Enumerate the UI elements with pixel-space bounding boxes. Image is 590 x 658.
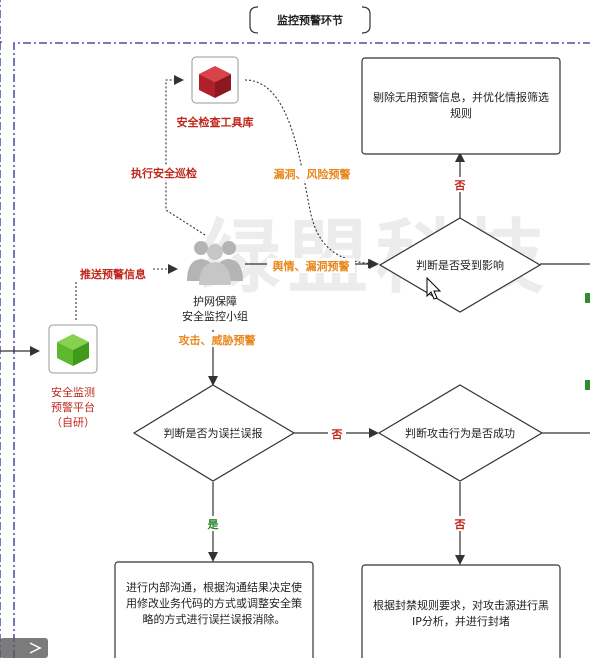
toolkit-node: 安全检查工具库 <box>177 56 254 129</box>
edge-exec-patrol <box>165 75 206 236</box>
box-block-line2: IP分析，并进行封堵 <box>412 614 510 628</box>
box-block-line1: 根据封禁规则要求，对攻击源进行黑 <box>373 598 549 612</box>
decision-attack-success: 判断攻击行为是否成功 <box>377 384 544 482</box>
team-node: 护网保障 安全监控小组 <box>182 241 248 323</box>
people-icon <box>187 241 243 285</box>
box-remove-line1: 剔除无用预警信息，并优化情报筛选 <box>373 90 549 104</box>
decision-false-positive-label: 判断是否为误拦误报 <box>164 426 263 440</box>
cutoff-mark <box>585 380 590 390</box>
decision-impact: 判断是否受到影响 <box>378 217 542 313</box>
edge-label-push-alert: 推送预警信息 <box>80 267 146 281</box>
platform-label-line3: （自研） <box>51 416 95 429</box>
toolkit-label: 安全检查工具库 <box>177 115 254 129</box>
box-internal-line3: 略的方式进行误拦误报消除。 <box>143 612 286 626</box>
box-internal: 进行内部沟通，根据沟通结果决定使 用修改业务代码的方式或调整安全策 略的方式进行… <box>114 561 314 658</box>
team-label-line1: 护网保障 <box>193 294 237 308</box>
platform-label-line1: 安全监测 <box>51 385 95 399</box>
edge-label-attack-threat: 攻击、威胁预警 <box>179 333 256 347</box>
box-remove-line2: 规则 <box>450 106 472 120</box>
chevron-right-icon <box>29 642 42 654</box>
edge-label-vuln-risk: 漏洞、风险预警 <box>274 167 351 181</box>
box-internal-line1: 进行内部沟通，根据沟通结果决定使 <box>126 580 302 594</box>
team-label-line2: 安全监控小组 <box>182 309 248 323</box>
frame-border <box>13 42 590 658</box>
edge-label-no-top: 否 <box>454 179 466 192</box>
platform-node: 安全监测 预警平台 （自研） <box>48 324 98 429</box>
decision-false-positive: 判断是否为误拦误报 <box>132 384 296 482</box>
frame-border-left <box>0 0 2 658</box>
cutoff-mark <box>585 293 590 303</box>
edge-label-no-bottom: 否 <box>454 518 466 531</box>
overlay-control[interactable] <box>0 638 48 658</box>
box-internal-line2: 用修改业务代码的方式或调整安全策 <box>126 596 302 610</box>
edge-label-no-middle: 否 <box>331 428 343 441</box>
box-block: 根据封禁规则要求，对攻击源进行黑 IP分析，并进行封堵 <box>361 564 561 658</box>
edge-vuln-risk <box>244 79 378 269</box>
box-remove: 剔除无用预警信息，并优化情报筛选 规则 <box>361 57 561 155</box>
decision-attack-success-label: 判断攻击行为是否成功 <box>405 426 515 440</box>
header-bracket: 监控预警环节 <box>249 6 371 34</box>
edge-label-public-vuln: 舆情、漏洞预警 <box>273 259 350 273</box>
platform-label-line2: 预警平台 <box>51 400 95 414</box>
decision-impact-label: 判断是否受到影响 <box>416 258 504 272</box>
edge-label-yes-bottom: 是 <box>207 518 220 531</box>
header-title: 监控预警环节 <box>277 13 343 27</box>
mouse-pointer-icon <box>426 276 442 300</box>
edge-label-exec-patrol: 执行安全巡检 <box>131 166 197 180</box>
